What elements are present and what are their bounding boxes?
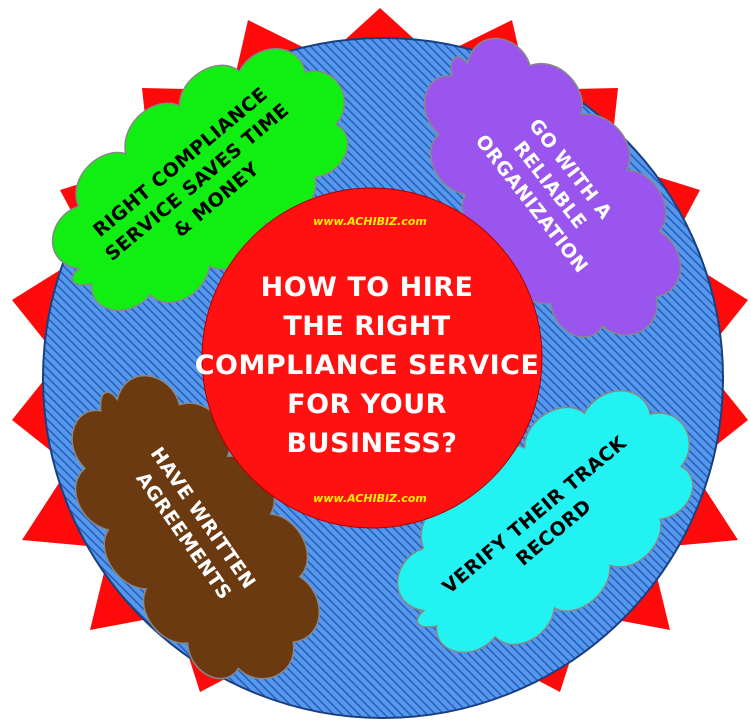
center-line: BUSINESS? [287,428,458,459]
center-circle [201,187,543,529]
center-line: COMPLIANCE SERVICE [195,350,540,381]
cloud-shape-top-left [51,48,349,311]
watermark-bottom: www.ACHIBIZ.com [313,492,427,505]
watermark-top: www.ACHIBIZ.com [313,215,427,228]
cloud-shape-top-right [423,37,682,338]
cloud-bottom-left: HAVE WRITTEN AGREEMENTS [71,374,320,680]
center-line: THE RIGHT [283,311,450,342]
cloud-shape-bottom-left [71,374,320,680]
cloud-bottom-right: VERIFY THEIR TRACK RECORD [396,390,694,653]
center-title: HOW TO HIRE THE RIGHT COMPLIANCE SERVICE… [195,272,550,459]
center-line: FOR YOUR [287,389,447,420]
center-line: HOW TO HIRE [261,272,474,303]
